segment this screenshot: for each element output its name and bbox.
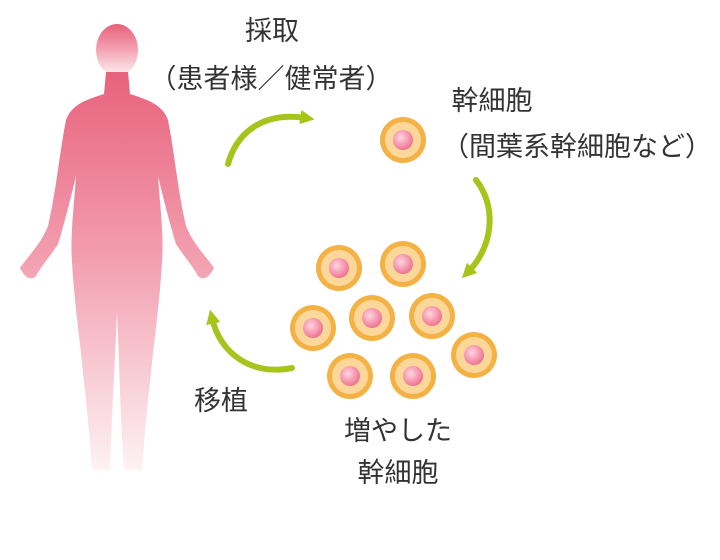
cell-nucleus: [303, 318, 323, 338]
label-stem-cell: 幹細胞: [451, 86, 533, 117]
label-expanded-cells-line1: 増やした: [344, 416, 452, 447]
cell-nucleus: [362, 308, 382, 328]
curved-arrow-icon: [225, 109, 315, 167]
stem-cell-icon: [349, 295, 395, 341]
stem-cell-icon: [327, 353, 373, 399]
label-stem-cell-example: （間葉系幹細胞など）: [442, 132, 712, 163]
cell-nucleus: [403, 366, 423, 386]
single-stem-cell-icon: [380, 117, 426, 163]
label-transplant: 移植: [194, 386, 248, 417]
stem-cell-icon: [451, 332, 497, 378]
stem-cell-icon: [380, 117, 426, 163]
figure-head: [96, 24, 138, 76]
expanded-stem-cells: [290, 241, 497, 399]
stem-cell-icon: [380, 241, 426, 287]
cell-nucleus: [422, 306, 442, 326]
curved-arrow-icon: [461, 177, 493, 279]
cell-nucleus: [393, 254, 413, 274]
label-collection: 採取: [245, 16, 299, 47]
cell-nucleus: [464, 345, 484, 365]
label-expanded-cells-line2: 幹細胞: [357, 458, 439, 489]
stem-cell-icon: [390, 353, 436, 399]
stem-cell-icon: [409, 293, 455, 339]
curved-arrow-icon: [206, 309, 295, 373]
stem-cell-icon: [290, 305, 336, 351]
label-collection-source: （患者様／健常者）: [149, 64, 393, 95]
human-silhouette-icon: [20, 24, 214, 470]
cell-nucleus: [329, 258, 349, 278]
cell-nucleus: [393, 130, 413, 150]
cell-nucleus: [340, 366, 360, 386]
stem-cell-icon: [316, 245, 362, 291]
figure-body: [20, 72, 214, 470]
